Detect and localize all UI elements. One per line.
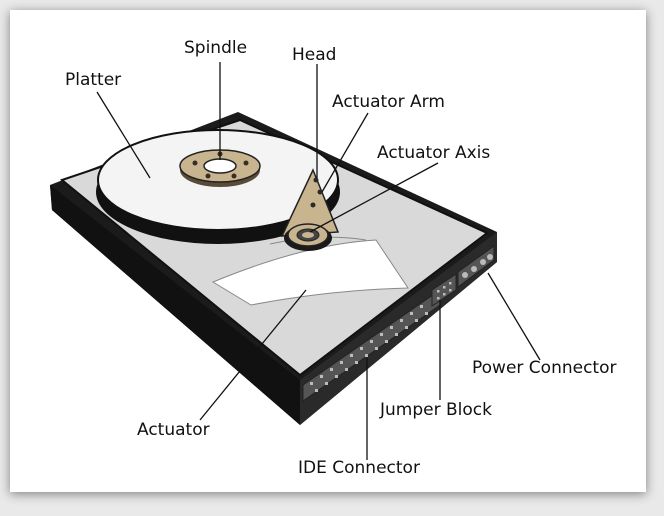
label-power-connector: Power Connector [472, 358, 617, 378]
label-platter: Platter [65, 70, 122, 90]
label-ide-connector: IDE Connector [298, 458, 420, 478]
label-jumper-block: Jumper Block [380, 400, 492, 420]
label-actuator-arm: Actuator Arm [332, 92, 445, 112]
drive-left-edge [50, 185, 300, 425]
label-actuator-axis: Actuator Axis [377, 143, 491, 163]
actuator-sector [211, 239, 409, 306]
label-head: Head [292, 45, 337, 65]
label-actuator: Actuator [137, 420, 210, 440]
leader-lines [96, 62, 541, 460]
spindle-hole [203, 158, 237, 174]
label-spindle: Spindle [184, 38, 248, 58]
ide-connector-pins [310, 305, 428, 392]
